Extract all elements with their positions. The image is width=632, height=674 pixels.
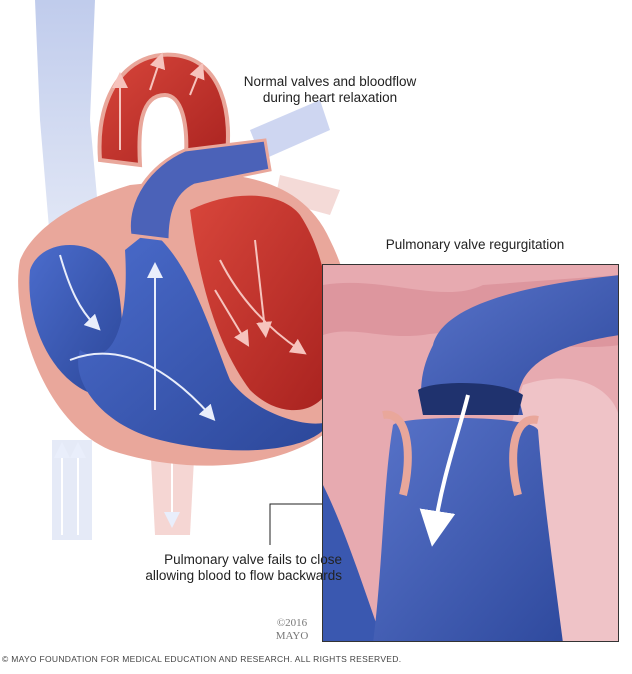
left-ventricle [190,195,332,411]
right-ventricle [78,230,330,451]
inset-illustration [323,265,618,641]
main-title: Normal valves and bloodflow during heart… [215,74,445,106]
superior-vena-cava [35,0,100,240]
inferior-vena-cava [52,440,92,540]
heart [18,138,357,466]
main-title-line-2: during heart relaxation [262,90,398,105]
copyright-stamp: ©2016 MAYO [262,617,322,643]
footer-copyright: © MAYO FOUNDATION FOR MEDICAL EDUCATION … [2,654,402,664]
callout-line-2: allowing blood to flow backwards [145,568,342,583]
inset-title: Pulmonary valve regurgitation [385,237,565,252]
callout-label: Pulmonary valve fails to close allowing … [92,552,342,584]
copyright-year: ©2016 [276,617,308,629]
inset-pulmonary-valve [418,383,523,415]
inset-panel [322,264,619,642]
inset-backflow-arrow [419,394,470,547]
inset-pulmonary-artery [421,275,618,415]
pulmonary-artery [127,138,272,242]
inset-right-ventricle [373,418,563,641]
copyright-owner: MAYO [275,630,309,642]
callout-line-1: Pulmonary valve fails to close [164,552,342,567]
main-title-line-1: Normal valves and bloodflow [243,74,417,89]
pulmonary-veins [250,100,340,215]
